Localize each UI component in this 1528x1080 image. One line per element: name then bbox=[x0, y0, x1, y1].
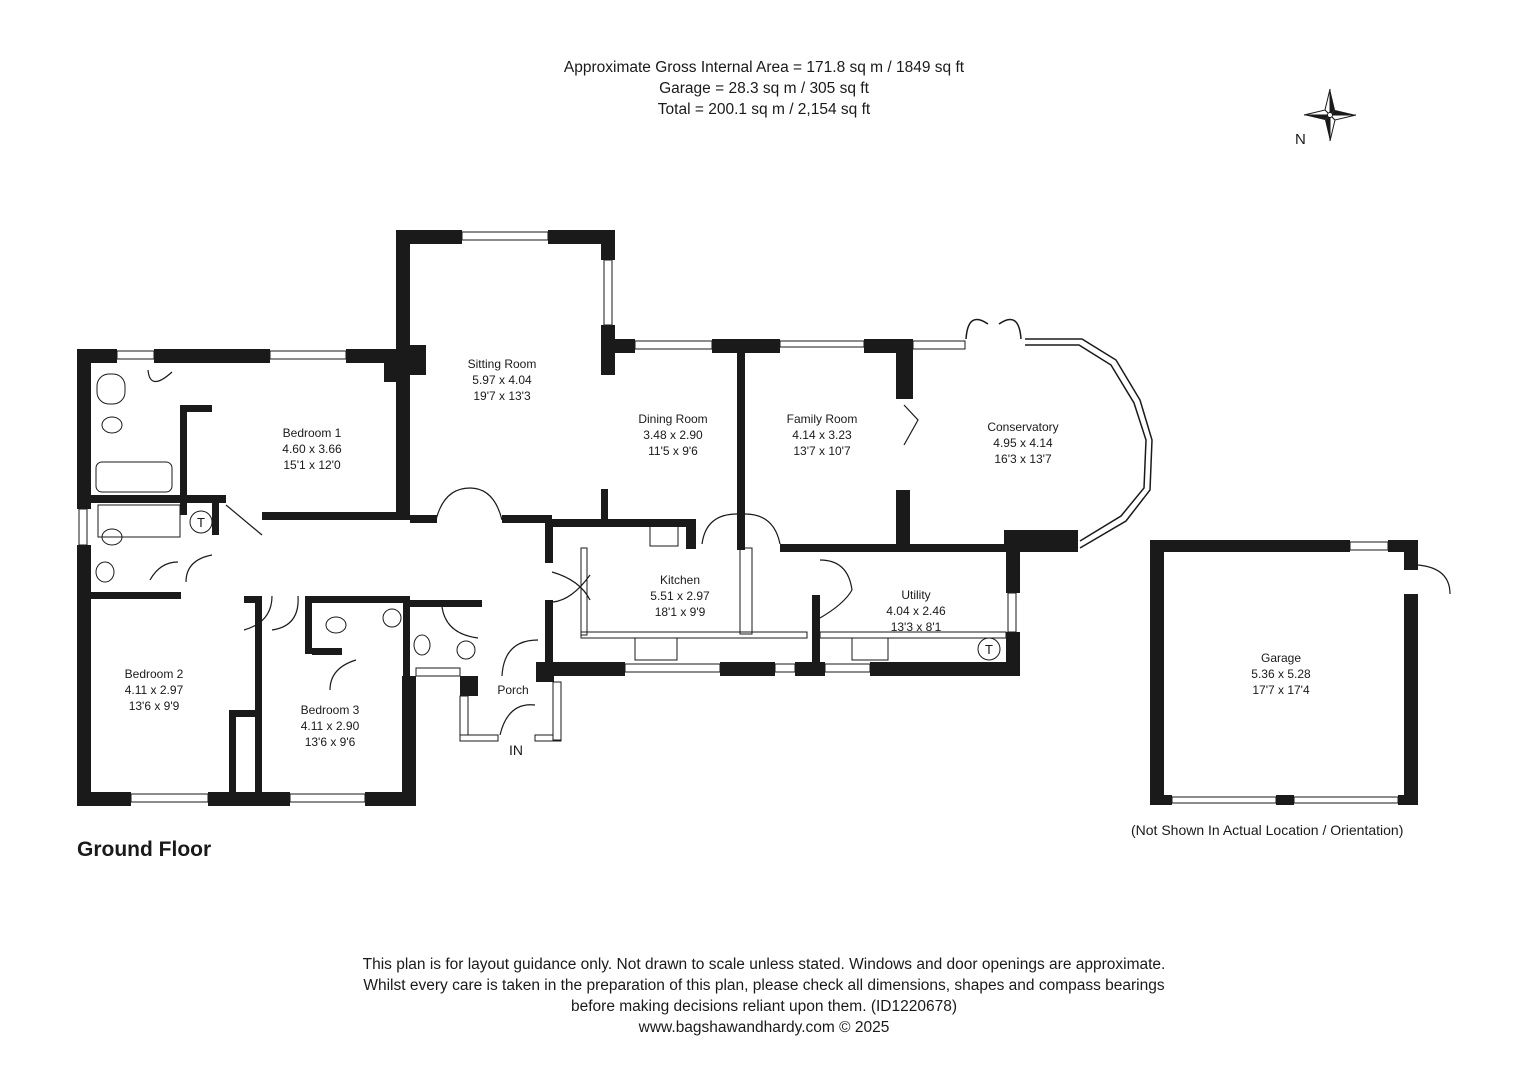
kitchen-metric: 5.51 x 2.97 bbox=[650, 589, 710, 603]
gross-internal-area: Approximate Gross Internal Area = 171.8 … bbox=[563, 59, 965, 76]
total-area: Total = 200.1 sq m / 2,154 sq ft bbox=[657, 101, 871, 118]
kitchen-name: Kitchen bbox=[660, 573, 700, 587]
disclaimer-line-2: Whilst every care is taken in the prepar… bbox=[363, 977, 1165, 994]
kitchen-imperial: 18'1 x 9'9 bbox=[655, 605, 706, 619]
compass-north-label: N bbox=[1295, 131, 1306, 148]
dining-room-imperial: 11'5 x 9'6 bbox=[648, 444, 698, 458]
compass-rose-icon bbox=[1303, 88, 1357, 142]
family-room-metric: 4.14 x 3.23 bbox=[792, 428, 852, 442]
utility-metric: 4.04 x 2.46 bbox=[886, 604, 946, 618]
dining-room-name: Dining Room bbox=[638, 412, 707, 426]
conservatory-name: Conservatory bbox=[987, 420, 1058, 434]
bedroom2-imperial: 13'6 x 9'9 bbox=[129, 699, 180, 713]
utility-name: Utility bbox=[901, 588, 930, 602]
tank-marker-bathroom: T bbox=[197, 515, 205, 530]
disclaimer: This plan is for layout guidance only. N… bbox=[0, 954, 1528, 1038]
sitting-room-metric: 5.97 x 4.04 bbox=[472, 373, 532, 387]
bedroom3-metric: 4.11 x 2.90 bbox=[301, 719, 360, 733]
garage-imperial: 17'7 x 17'4 bbox=[1252, 683, 1310, 697]
bedroom3-imperial: 13'6 x 9'6 bbox=[305, 735, 356, 749]
bedroom2-name: Bedroom 2 bbox=[125, 667, 184, 681]
disclaimer-line-1: This plan is for layout guidance only. N… bbox=[362, 956, 1166, 973]
bedroom3-name: Bedroom 3 bbox=[301, 703, 360, 717]
bedroom1-metric: 4.60 x 3.66 bbox=[282, 442, 342, 456]
porch-name: Porch bbox=[497, 683, 528, 697]
garage-note: (Not Shown In Actual Location / Orientat… bbox=[1131, 822, 1404, 838]
room-labels: Sitting Room 5.97 x 4.04 19'7 x 13'3 Din… bbox=[125, 357, 1311, 758]
conservatory-imperial: 16'3 x 13'7 bbox=[994, 452, 1052, 466]
fixtures bbox=[95, 373, 1007, 661]
garage-area: Garage = 28.3 sq m / 305 sq ft bbox=[659, 80, 869, 97]
garage-name: Garage bbox=[1261, 651, 1301, 665]
area-summary: Approximate Gross Internal Area = 171.8 … bbox=[0, 57, 1528, 120]
garage-metric: 5.36 x 5.28 bbox=[1251, 667, 1311, 681]
bedroom1-imperial: 15'1 x 12'0 bbox=[283, 458, 341, 472]
disclaimer-line-3: before making decisions reliant upon the… bbox=[570, 998, 957, 1015]
website-credit: www.bagshawandhardy.com © 2025 bbox=[638, 1019, 890, 1036]
bedroom1-name: Bedroom 1 bbox=[283, 426, 342, 440]
sitting-room-name: Sitting Room bbox=[468, 357, 537, 371]
floor-name: Ground Floor bbox=[77, 838, 212, 861]
sitting-room-imperial: 19'7 x 13'3 bbox=[473, 389, 531, 403]
dining-room-metric: 3.48 x 2.90 bbox=[643, 428, 703, 442]
tank-marker-utility: T bbox=[985, 642, 993, 657]
conservatory-bay bbox=[965, 318, 1153, 549]
bedroom2-metric: 4.11 x 2.97 bbox=[125, 683, 184, 697]
utility-imperial: 13'3 x 8'1 bbox=[891, 620, 942, 634]
family-room-name: Family Room bbox=[787, 412, 858, 426]
walls bbox=[77, 230, 1418, 806]
conservatory-metric: 4.95 x 4.14 bbox=[993, 436, 1053, 450]
entrance-label: IN bbox=[509, 742, 523, 758]
windows bbox=[78, 231, 1399, 804]
family-room-imperial: 13'7 x 10'7 bbox=[793, 444, 851, 458]
